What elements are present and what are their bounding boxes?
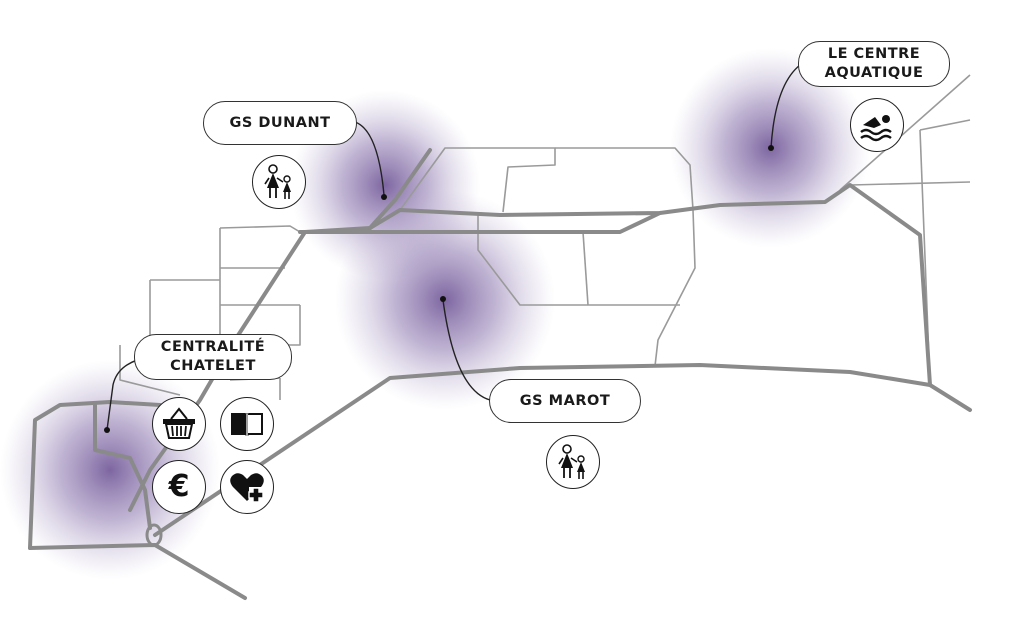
label-gs-marot-text: GS MAROT [519,392,611,409]
label-centralite-chatelet-line1: CENTRALITÉ [160,339,266,355]
roundabout [145,523,163,547]
children-icon [252,155,306,209]
shopping-basket-icon [152,397,206,451]
label-le-centre-aquatique: LE CENTRE AQUATIQUE [798,41,950,87]
euro-glyph: € [168,469,190,504]
label-le-centre-aquatique-line1: LE CENTRE [827,46,921,62]
swimmer-icon [850,98,904,152]
health-heart-icon [220,460,274,514]
label-gs-dunant-text: GS DUNANT [229,114,331,131]
label-centralite-chatelet-line2: CHATELET [170,358,256,374]
leader-dots [104,145,774,433]
hotspots [0,48,870,580]
euro-icon: € [152,460,206,514]
children-icon [546,435,600,489]
label-le-centre-aquatique-line2: AQUATIQUE [824,65,924,81]
label-centralite-chatelet: CENTRALITÉ CHATELET [134,334,292,380]
label-gs-dunant: GS DUNANT [203,101,357,145]
label-gs-marot: GS MAROT [489,379,641,423]
book-icon [220,397,274,451]
